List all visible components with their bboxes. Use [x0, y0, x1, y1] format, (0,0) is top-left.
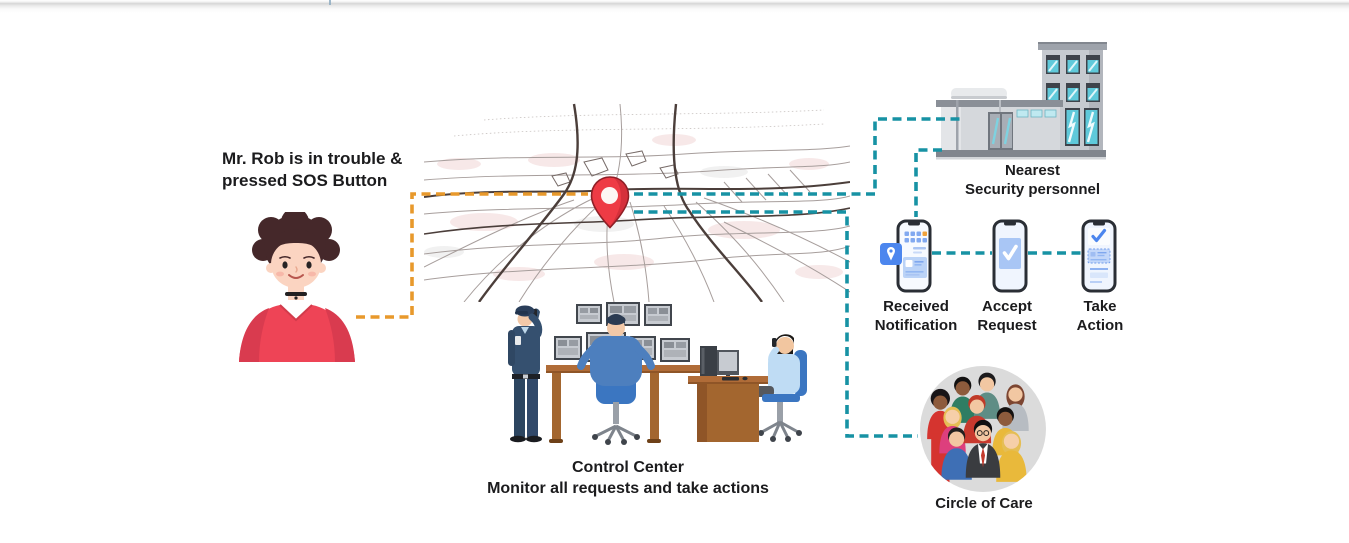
- phone3-caption: Take Action: [1056, 297, 1144, 335]
- security-caption-line1: Nearest: [1004, 162, 1061, 179]
- circle-of-care-caption: Circle of Care: [910, 494, 1058, 513]
- sos-user-caption: Mr. Rob is in trouble & pressed SOS Butt…: [222, 148, 422, 192]
- sos-user-caption-line1: Mr. Rob is in trouble &: [222, 149, 403, 168]
- phone2-caption: Accept Request: [962, 297, 1052, 335]
- phone-received-notification: [880, 219, 932, 293]
- phone-accept-request: [992, 219, 1028, 293]
- location-badge-icon: [880, 243, 902, 265]
- circle-of-care-caption-text: Circle of Care: [935, 495, 1033, 512]
- control-center-illustration: [508, 302, 807, 445]
- sos-user-illustration: [239, 212, 355, 362]
- top-edge-artifact: [329, 0, 331, 5]
- phone2-caption-line1: Accept: [981, 298, 1033, 315]
- phone2-caption-line2: Request: [977, 317, 1037, 334]
- phone3-caption-line1: Take: [1083, 298, 1117, 315]
- checkmark-card-icon: [999, 238, 1021, 269]
- top-edge-shadow: [0, 0, 1349, 14]
- security-caption-line2: Security personnel: [964, 181, 1101, 198]
- control-center-caption-line1: Control Center: [572, 459, 684, 476]
- phone1-caption-line1: Received: [883, 298, 949, 315]
- phone1-caption-line2: Notification: [874, 317, 958, 334]
- city-map-illustration: [424, 103, 850, 302]
- circle-of-care-illustration: [920, 366, 1046, 492]
- location-pin-icon: [590, 176, 630, 229]
- phone-take-action: [1081, 219, 1117, 293]
- sos-user-caption-line2: pressed SOS Button: [222, 171, 388, 190]
- security-building-illustration: [936, 42, 1107, 160]
- control-center-caption: Control Center Monitor all requests and …: [432, 457, 824, 499]
- security-caption: Nearest Security personnel: [945, 161, 1120, 199]
- checkmark-document-icon: [1088, 228, 1110, 245]
- phone3-caption-line2: Action: [1076, 317, 1124, 334]
- control-center-caption-line2: Monitor all requests and take actions: [487, 480, 769, 497]
- phone1-caption: Received Notification: [858, 297, 974, 335]
